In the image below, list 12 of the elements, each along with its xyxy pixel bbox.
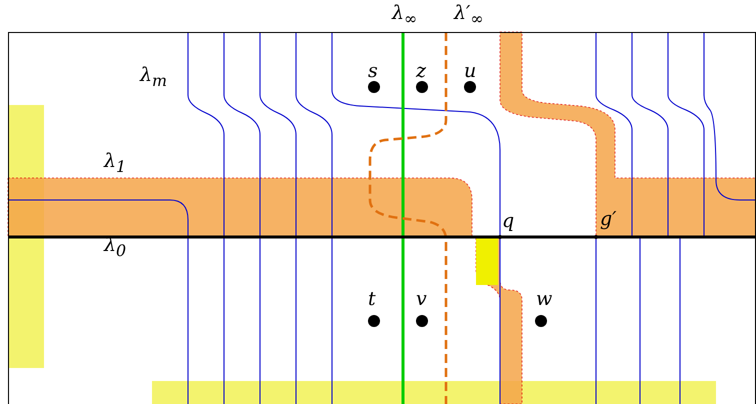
math-label: t: [368, 290, 376, 309]
math-label: λ′$_{∞}$: [454, 4, 484, 27]
math-label: u: [464, 62, 476, 81]
math-label: λ$_{∞}$: [392, 4, 418, 27]
math-label: g′: [600, 210, 616, 229]
math-label: q: [502, 212, 514, 231]
math-label: λ$_{1}$: [104, 152, 126, 175]
math-label: w: [536, 290, 552, 309]
math-label: λ$_{m}$: [140, 66, 168, 89]
math-label: z: [416, 62, 426, 81]
math-label: v: [416, 290, 427, 309]
math-label: s: [368, 62, 378, 81]
